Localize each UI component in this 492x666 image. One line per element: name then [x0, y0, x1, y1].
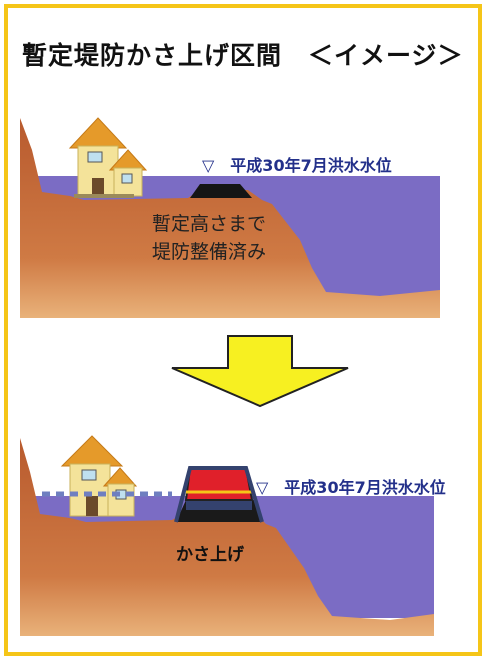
- top-levee: [190, 184, 252, 198]
- figure-title: 暫定堤防かさ上げ区間 ＜イメージ＞: [22, 41, 464, 70]
- top-flood-level-label: ▽ 平成30年7月洪水水位: [202, 156, 392, 175]
- bottom-levee: [174, 466, 264, 523]
- down-arrow-icon: [171, 335, 349, 408]
- levee-note-line-1: 暫定高さまで: [151, 213, 266, 235]
- levee-raise-section: [184, 467, 254, 501]
- bottom-house-icon: [60, 435, 138, 517]
- top-house-icon: [68, 117, 148, 198]
- bottom-ground: [20, 438, 434, 636]
- top-levee-note: 暫定高さまで 堤防整備済み: [124, 210, 294, 266]
- raise-label: かさ上げ: [176, 545, 244, 565]
- levee-note-line-2: 堤防整備済み: [151, 241, 266, 263]
- bottom-flood-level-label: ▽ 平成30年7月洪水水位: [256, 478, 446, 497]
- top-ground: [20, 118, 440, 318]
